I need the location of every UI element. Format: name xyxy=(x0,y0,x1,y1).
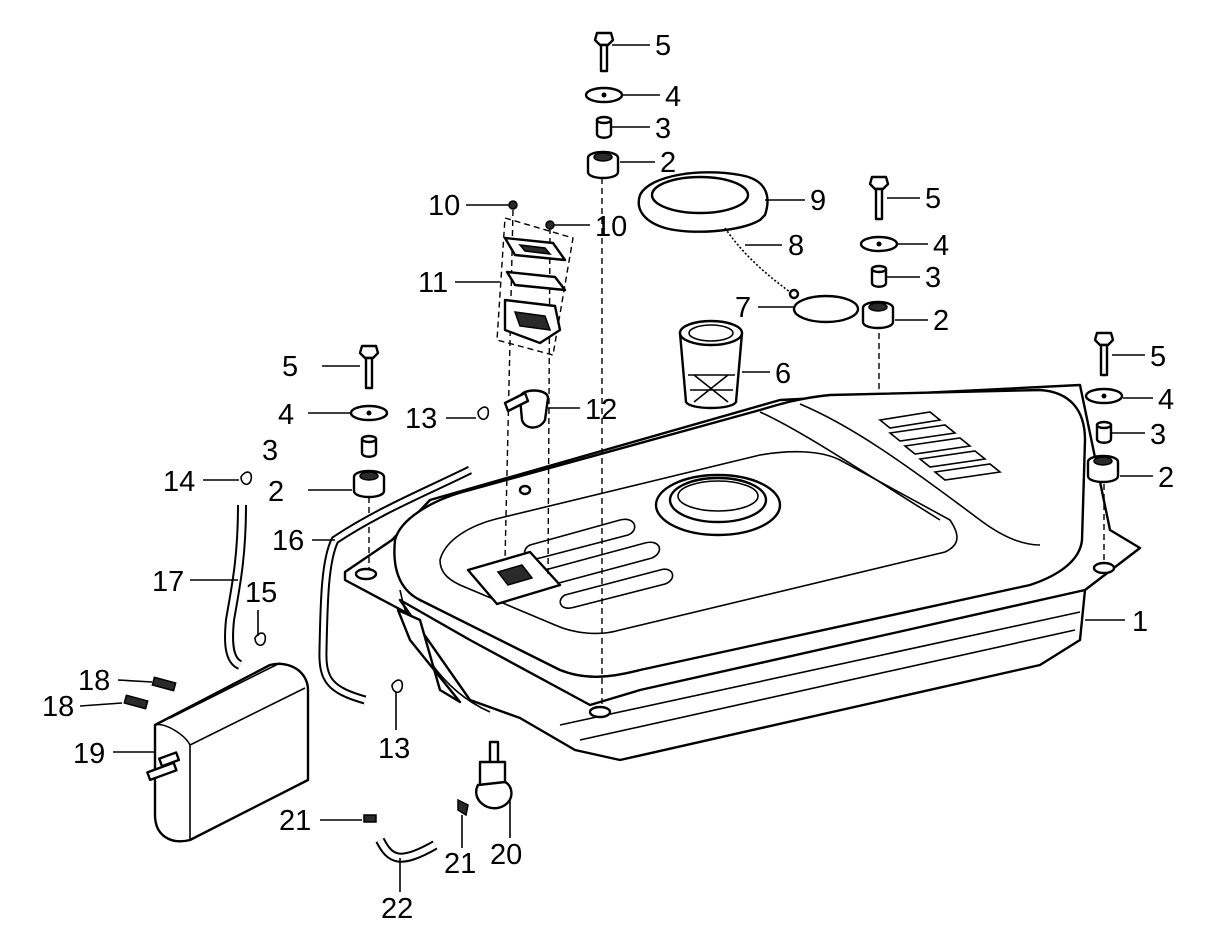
label-5-left: 5 xyxy=(282,351,298,383)
label-4-left: 4 xyxy=(278,399,294,431)
cap-chain xyxy=(724,227,791,293)
label-5-far-right: 5 xyxy=(1150,341,1166,373)
label-9: 9 xyxy=(810,185,826,217)
label-16: 16 xyxy=(272,525,304,557)
screw-icon xyxy=(508,200,518,210)
label-19: 19 xyxy=(73,738,105,770)
label-17: 17 xyxy=(152,566,184,598)
label-6: 6 xyxy=(775,358,791,390)
clip-icon xyxy=(363,814,377,823)
fuel-cap-icon xyxy=(637,171,769,233)
label-22: 22 xyxy=(381,893,413,925)
label-4-top: 4 xyxy=(665,81,681,113)
label-4-right: 4 xyxy=(933,230,949,262)
label-13-top: 13 xyxy=(405,403,437,435)
fuel-gauge-icon xyxy=(503,236,567,345)
label-15: 15 xyxy=(245,577,277,609)
label-3-far-right: 3 xyxy=(1150,419,1166,451)
gasket-icon xyxy=(792,294,860,324)
label-8: 8 xyxy=(788,230,804,262)
washer-icon xyxy=(349,86,1124,422)
label-7: 7 xyxy=(735,292,751,324)
vent-valve-icon xyxy=(503,389,550,429)
label-10-right: 10 xyxy=(595,211,627,243)
label-18-bottom: 18 xyxy=(42,691,74,723)
carbon-canister-icon xyxy=(146,662,310,843)
assembly-lines xyxy=(368,178,1105,705)
label-3-left: 3 xyxy=(262,435,278,467)
label-10-left: 10 xyxy=(428,190,460,222)
part-labels: 5 4 3 2 9 8 7 6 5 4 3 2 5 4 3 2 1 10 10 … xyxy=(42,30,1174,925)
small-bolt-icon xyxy=(123,676,177,710)
collar-icon xyxy=(360,115,1113,458)
label-21-left: 21 xyxy=(279,805,311,837)
label-3-right: 3 xyxy=(925,262,941,294)
label-4-far-right: 4 xyxy=(1158,384,1174,416)
fuel-cock-icon xyxy=(475,740,513,810)
label-5-right: 5 xyxy=(925,183,941,215)
label-14: 14 xyxy=(163,466,195,498)
label-20: 20 xyxy=(490,839,522,871)
label-12: 12 xyxy=(585,394,617,426)
fuel-strainer-icon xyxy=(678,319,744,410)
label-2-far-right: 2 xyxy=(1158,462,1174,494)
label-2-left: 2 xyxy=(268,476,284,508)
label-18-top: 18 xyxy=(78,665,110,697)
bolt-icon xyxy=(358,31,1115,390)
label-3-top: 3 xyxy=(655,113,671,145)
fuel-tank-body xyxy=(343,383,1142,762)
label-5-top: 5 xyxy=(655,30,671,62)
clamp-icon xyxy=(477,406,490,421)
label-11: 11 xyxy=(418,267,448,299)
label-2-right: 2 xyxy=(933,305,949,337)
grommet-icon xyxy=(352,150,1120,499)
label-2-top: 2 xyxy=(660,147,676,179)
label-21-right: 21 xyxy=(444,848,476,880)
label-13-bottom: 13 xyxy=(378,733,410,765)
leader-lines xyxy=(79,44,1153,892)
label-1: 1 xyxy=(1132,606,1148,638)
